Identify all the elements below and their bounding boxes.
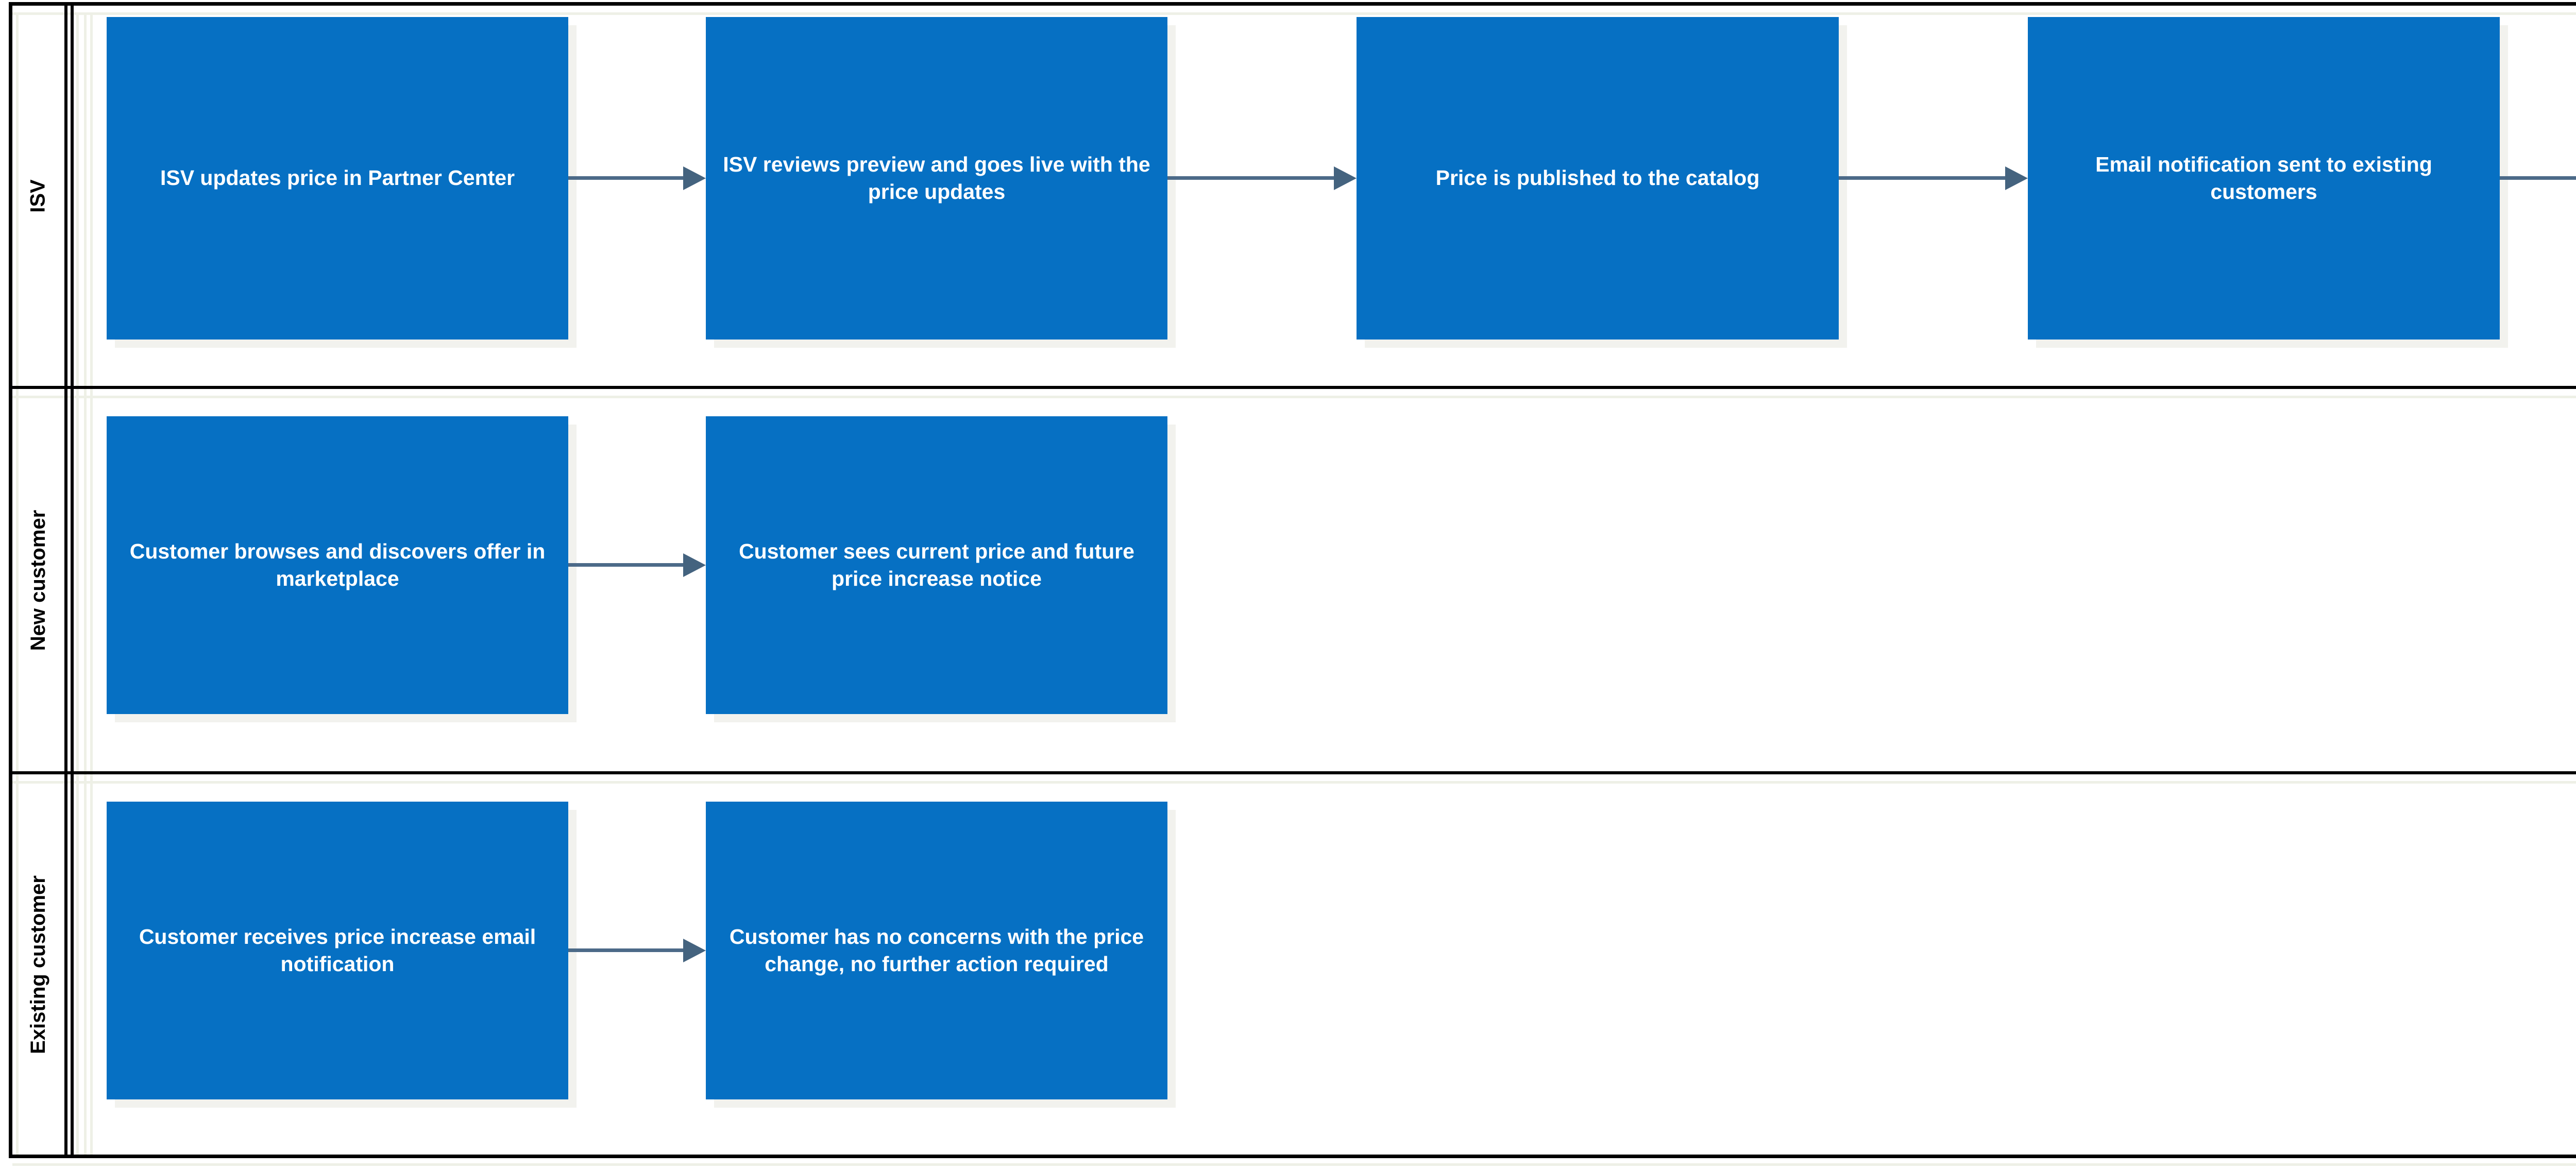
arrowhead-icon [2005,166,2028,190]
connector-shaft [568,563,683,567]
process-node-isv-updates-price[interactable]: ISV updates price in Partner Center [107,17,568,340]
connector-isv-3-to-4 [1839,166,2028,190]
connector-shaft [1839,176,2005,180]
lane-body-existing-customer: Customer receives price increase email n… [74,774,2576,1155]
lane-header-isv: ISV [12,6,64,386]
frame-bottom-border [9,1155,2576,1158]
connector-isv-2-to-3 [1167,166,1357,190]
lane-header-existing-customer: Existing customer [12,774,64,1155]
connector-existing-1-to-2 [568,939,706,962]
lane-label-new-customer: New customer [27,510,50,651]
connector-isv-1-to-2 [568,166,706,190]
arrowhead-icon [683,166,706,190]
ghost-guide-horizontal [12,12,2576,15]
arrowhead-icon [683,939,706,962]
frame-left-border [9,2,12,1158]
label-column-divider-outer [64,2,67,1158]
lane-header-new-customer: New customer [12,389,64,771]
lane-divider-1 [9,386,2576,389]
lane-label-isv: ISV [26,179,49,213]
lane-divider-2 [9,771,2576,774]
process-node-isv-reviews-preview[interactable]: ISV reviews preview and goes live with t… [706,17,1167,340]
arrowhead-icon [683,553,706,577]
connector-shaft [1167,176,1334,180]
process-node-customer-sees-current-price[interactable]: Customer sees current price and future p… [706,416,1167,714]
lane-body-isv: ISV updates price in Partner Center ISV … [74,6,2576,386]
ghost-guide-vertical [76,12,79,1158]
ghost-guide-horizontal [12,396,2576,398]
connector-isv-4-to-5 [2500,166,2576,190]
process-node-customer-browses-discovers[interactable]: Customer browses and discovers offer in … [107,416,568,714]
ghost-guide-vertical [16,12,19,1158]
ghost-guide-horizontal [12,781,2576,784]
process-node-email-notification-sent[interactable]: Email notification sent to existing cust… [2028,17,2500,340]
label-column-divider-inner [71,2,74,1158]
ghost-guide-horizontal [12,1163,2576,1166]
connector-shaft [568,176,683,180]
ghost-guide-vertical [84,12,87,1158]
connector-shaft [2500,176,2576,180]
connector-shaft [568,948,683,952]
arrowhead-icon [1334,166,1357,190]
process-node-customer-receives-email[interactable]: Customer receives price increase email n… [107,802,568,1099]
lane-label-existing-customer: Existing customer [27,875,50,1054]
connector-new-1-to-2 [568,553,706,577]
lane-body-new-customer: Customer browses and discovers offer in … [74,389,2576,771]
process-node-price-published-catalog[interactable]: Price is published to the catalog [1357,17,1839,340]
process-node-customer-no-concerns[interactable]: Customer has no concerns with the price … [706,802,1167,1099]
frame-top-border [9,2,2576,6]
ghost-guide-vertical [90,12,93,1158]
